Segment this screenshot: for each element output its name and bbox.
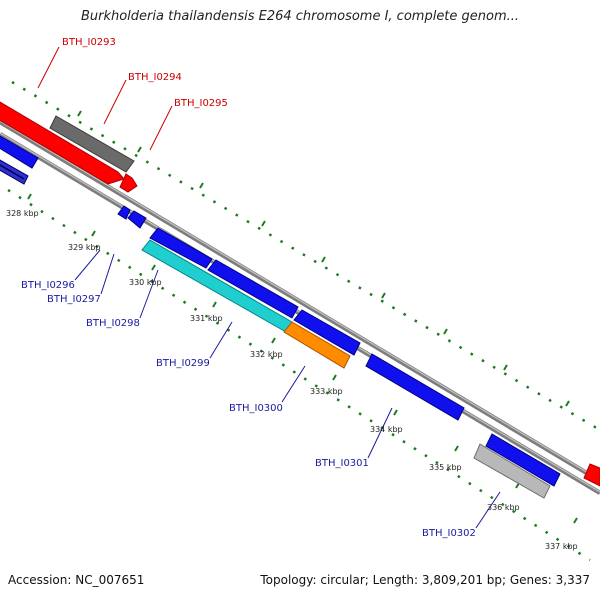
gene-arrow-BTH_I0296[interactable]	[117, 205, 131, 220]
gene-arrow-reverse-left-lower[interactable]	[0, 159, 29, 185]
gene-label-BTH_I0296[interactable]: BTH_I0296	[21, 280, 75, 291]
ruler-major-ticks	[27, 110, 578, 524]
gene-label-BTH_I0299[interactable]: BTH_I0299	[156, 358, 210, 369]
gene-arrow-BTH_I0302[interactable]	[473, 443, 551, 499]
gene-arrow-BTH_I0298b[interactable]	[207, 259, 299, 319]
kbp-label: 329 kbp	[68, 243, 101, 252]
reverse-gene-labels: BTH_I0296 BTH_I0297 BTH_I0298 BTH_I0299 …	[21, 280, 476, 539]
gene-arrow-BTH_I0300[interactable]	[283, 321, 351, 369]
gene-label-BTH_I0300[interactable]: BTH_I0300	[229, 403, 283, 414]
gene-label-BTH_I0302[interactable]: BTH_I0302	[422, 528, 476, 539]
kbp-label: 336 kbp	[487, 503, 520, 512]
gene-arrow-BTH_I0301[interactable]	[293, 309, 361, 356]
gene-label-BTH_I0295[interactable]: BTH_I0295	[174, 98, 228, 109]
gene-arrow-reverse-left-upper[interactable]	[0, 135, 39, 169]
kbp-label: 332 kbp	[250, 350, 283, 359]
gene-arrow-BTH_I0298[interactable]	[149, 227, 213, 269]
callout-lines	[37, 46, 501, 529]
gene-label-BTH_I0301[interactable]: BTH_I0301	[315, 458, 369, 469]
outer-dotted-ruler	[11, 80, 600, 432]
gene-label-BTH_I0294[interactable]: BTH_I0294	[128, 72, 182, 83]
kbp-label: 335 kbp	[429, 463, 462, 472]
kbp-tick-labels: 328 kbp 329 kbp 330 kbp 331 kbp 332 kbp …	[6, 209, 578, 551]
chromosome-backbone	[0, 120, 600, 495]
kbp-label: 331 kbp	[190, 314, 223, 323]
kbp-label: 330 kbp	[129, 278, 162, 287]
gene-label-BTH_I0297[interactable]: BTH_I0297	[47, 294, 101, 305]
gene-label-BTH_I0293[interactable]: BTH_I0293	[62, 37, 116, 48]
topology-text: Topology: circular; Length: 3,809,201 bp…	[260, 573, 590, 587]
map-title: Burkholderia thailandensis E264 chromoso…	[80, 9, 520, 24]
kbp-label: 328 kbp	[6, 209, 39, 218]
gene-arrow-BTH_I0294[interactable]	[49, 115, 135, 173]
gene-arrow-BTH_I0302-blue[interactable]	[485, 433, 561, 487]
kbp-label: 333 kbp	[310, 387, 343, 396]
kbp-label: 334 kbp	[370, 425, 403, 434]
gene-arrow-BTH_I0293[interactable]	[0, 101, 125, 185]
gene-arrow-BTH_I0295[interactable]	[119, 173, 138, 193]
gene-label-BTH_I0298[interactable]: BTH_I0298	[86, 318, 140, 329]
kbp-label: 337 kbp	[545, 542, 578, 551]
gene-arrow-forward-edge[interactable]	[583, 463, 600, 487]
forward-gene-labels: BTH_I0293 BTH_I0294 BTH_I0295	[62, 37, 228, 109]
gene-arrow-BTH_I0301b[interactable]	[365, 353, 465, 421]
accession-text: Accession: NC_007651	[8, 573, 145, 587]
gene-arrow-BTH_I0297[interactable]	[127, 210, 147, 229]
